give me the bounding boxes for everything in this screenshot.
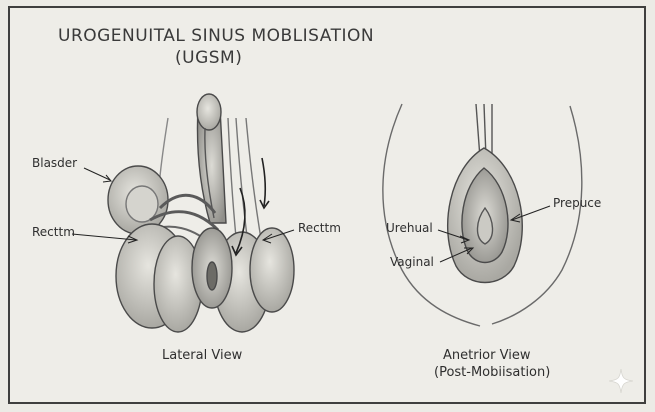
label-bladder: Blasder — [32, 156, 77, 170]
anterior-view-drawing — [383, 104, 582, 326]
caption-anterior-subtitle: (Post-Mobiisation) — [434, 365, 550, 380]
caption-anterior-view: Anetrior View — [443, 348, 530, 363]
lateral-view-drawing — [72, 94, 294, 332]
anatomy-illustration — [10, 8, 646, 404]
label-rectum-left: Recttm — [32, 225, 75, 239]
label-rectum-right: Recttm — [298, 221, 341, 235]
illustration-frame: UROGENUITAL SINUS MOBLISATION (UGSM) — [8, 6, 646, 404]
sparkle-icon — [608, 368, 634, 394]
label-prepuce: Prepuce — [553, 196, 601, 210]
caption-lateral-view: Lateral View — [162, 348, 242, 363]
label-urethral: Urehual — [386, 221, 433, 235]
label-vaginal: Vaginal — [390, 255, 434, 269]
